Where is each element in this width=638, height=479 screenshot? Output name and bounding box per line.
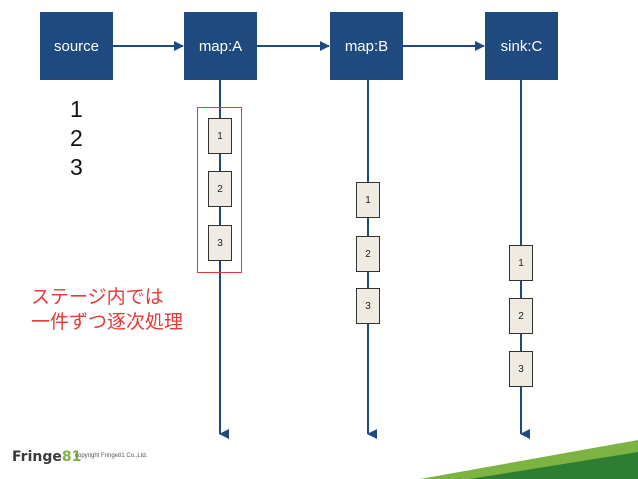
deco-wedge-dark xyxy=(470,452,638,479)
annotation-line-1: ステージ内では xyxy=(31,286,164,308)
map-a-item: 1 xyxy=(208,118,232,154)
annotation: ステージ内では 一件ずつ逐次処理 xyxy=(31,285,183,335)
map-a-item: 2 xyxy=(208,171,232,207)
stage-sink-c: sink:C xyxy=(485,12,558,80)
stage-source: source xyxy=(40,12,113,80)
annotation-line-2: 一件ずつ逐次処理 xyxy=(31,311,184,333)
stage-map-a: map:A xyxy=(184,12,257,80)
map-a-item: 3 xyxy=(208,225,232,261)
logo-number: 81 xyxy=(61,449,82,465)
flow-arrows xyxy=(113,41,485,51)
logo-text: Fringe xyxy=(12,449,62,465)
copyright-text: copyright Fringe81 Co.,Ltd. xyxy=(75,453,148,459)
sink-c-item: 2 xyxy=(509,298,533,334)
sink-c-item: 1 xyxy=(509,245,533,281)
source-item: 1 xyxy=(70,96,83,122)
stage-source-label: source xyxy=(53,37,100,55)
map-b-item: 1 xyxy=(356,182,380,218)
source-item: 3 xyxy=(70,154,83,180)
sink-c-item: 3 xyxy=(509,351,533,387)
source-item: 2 xyxy=(70,125,83,151)
stage-map-b-label: map:B xyxy=(344,37,389,55)
stage-sink-c-label: sink:C xyxy=(500,37,543,55)
map-b-item: 2 xyxy=(356,236,380,272)
stage-map-a-label: map:A xyxy=(198,37,243,55)
stage-map-b: map:B xyxy=(330,12,403,80)
company-logo: Fringe81 xyxy=(12,449,81,465)
map-b-item: 3 xyxy=(356,288,380,324)
highlight-box xyxy=(197,107,242,273)
source-items: 1 2 3 xyxy=(70,95,83,182)
